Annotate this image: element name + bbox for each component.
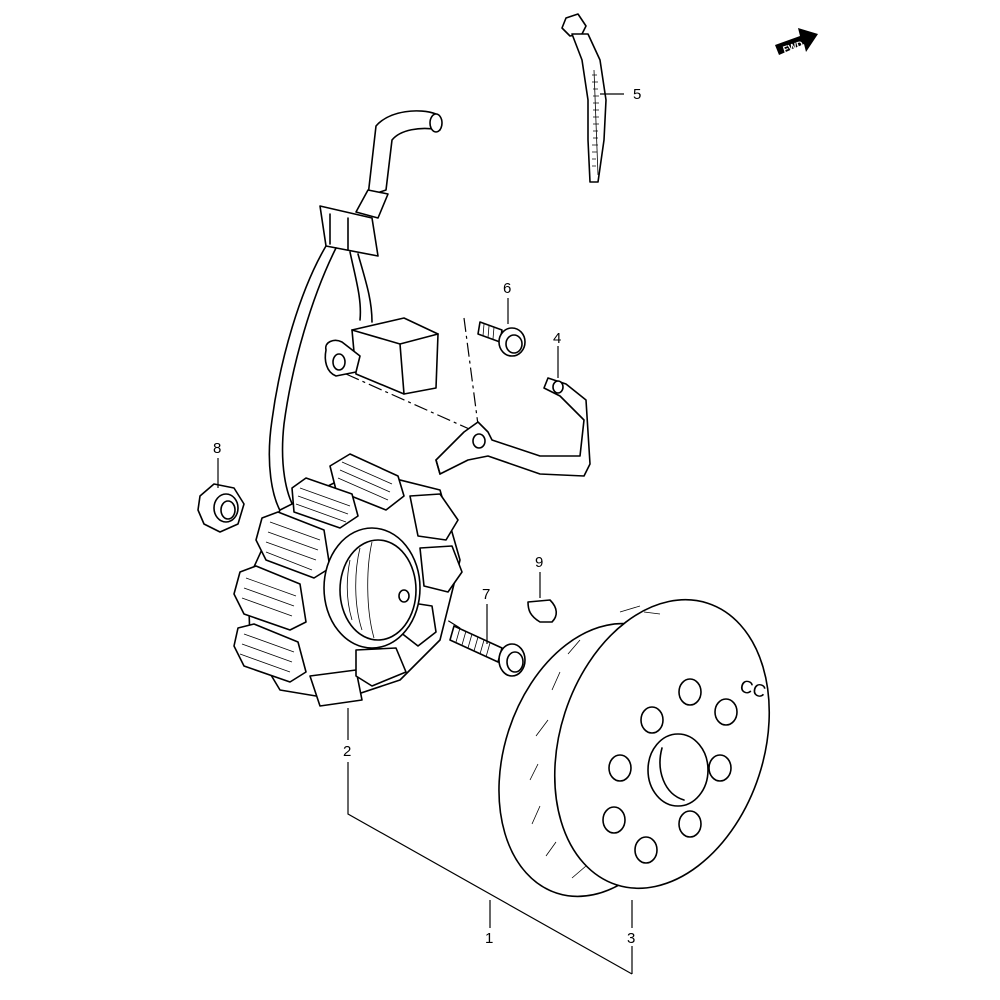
- callout-5: 5: [633, 86, 641, 103]
- bracket-bolt: [477, 321, 526, 357]
- woodruff-key: [527, 599, 558, 623]
- leader-lines: [217, 93, 633, 975]
- fwd-label: FWD: [782, 39, 805, 55]
- stator-bolt: [449, 625, 526, 677]
- rotor-nut: [197, 483, 245, 533]
- callout-2: 2: [343, 743, 351, 760]
- fwd-arrow-badge: FWD: [775, 28, 818, 55]
- flywheel-rotor: CC: [498, 598, 771, 898]
- callout-4: 4: [553, 330, 561, 347]
- stator-coil: [233, 453, 463, 707]
- wire-clamp-bracket: [435, 377, 591, 477]
- cable-tie: [561, 13, 607, 183]
- callout-3: 3: [627, 930, 635, 947]
- callout-8: 8: [213, 440, 221, 457]
- callout-7: 7: [482, 586, 490, 603]
- callout-1: 1: [485, 930, 493, 947]
- callout-9: 9: [535, 554, 543, 571]
- callout-numbers: 5 6 4 8 9 7 2 1 3: [213, 86, 641, 947]
- wire-harness: [268, 110, 443, 521]
- callout-6: 6: [503, 280, 511, 297]
